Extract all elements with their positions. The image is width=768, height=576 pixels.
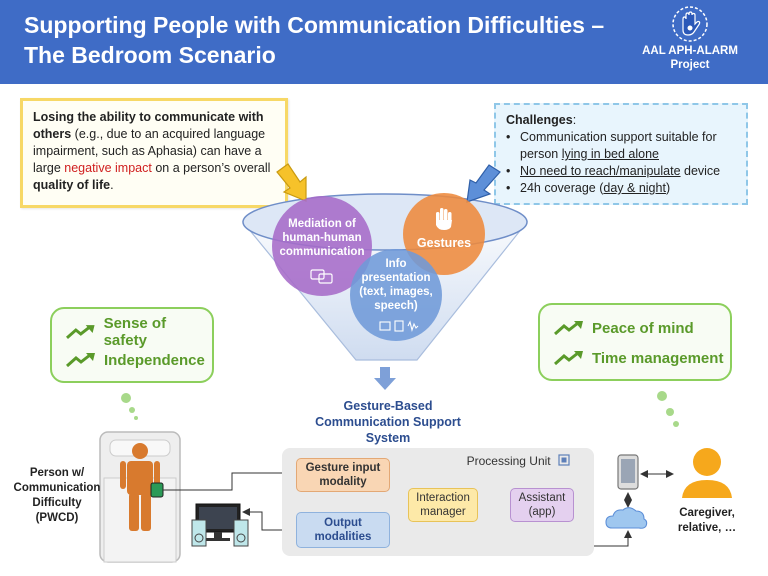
blue-arrow-icon bbox=[466, 164, 501, 203]
monitor-icon bbox=[195, 503, 241, 541]
trend-up-icon bbox=[66, 353, 95, 368]
media-icon bbox=[379, 320, 419, 332]
loss-text-1: (e.g., due to an acquired language impai… bbox=[33, 127, 266, 175]
chip-icon bbox=[558, 454, 570, 466]
benefit-peace-label: Peace of mind bbox=[592, 319, 694, 337]
chat-icon bbox=[310, 269, 333, 284]
loss-text-2: on a person’s overall bbox=[151, 161, 271, 175]
smartwatch-icon bbox=[150, 482, 164, 498]
title-line-1: Supporting People with Communication Dif… bbox=[24, 12, 605, 38]
gestures-circle bbox=[403, 193, 485, 275]
title-line-2: The Bedroom Scenario bbox=[24, 42, 276, 68]
loss-negative-impact: negative impact bbox=[64, 161, 152, 175]
thought-dot bbox=[666, 408, 674, 416]
challenge-item-2: No need to reach/manipulate device bbox=[506, 163, 736, 180]
thought-dot bbox=[129, 407, 135, 413]
pwcd-thought-bubble: Sense of safety Independence bbox=[50, 307, 214, 383]
page-title: Supporting People with Communication Dif… bbox=[24, 10, 624, 70]
interaction-manager: Interaction manager bbox=[408, 488, 478, 522]
challenges-colon: : bbox=[572, 113, 577, 127]
mediation-label: Mediation of human-human communication bbox=[279, 218, 365, 258]
project-logo: AAL APH-ALARM Project bbox=[630, 4, 750, 82]
phone-icon bbox=[617, 454, 639, 490]
challenge-1-text: Communication support suitable for perso… bbox=[520, 130, 717, 161]
processing-unit-label: Processing Unit bbox=[467, 454, 570, 468]
logo-line-1: AAL APH-ALARM bbox=[642, 45, 738, 57]
loss-bold-2: quality of life bbox=[33, 178, 111, 192]
gesture-input-modality: Gesture input modality bbox=[296, 458, 390, 492]
output-modalities: Output modalities bbox=[296, 512, 390, 548]
thought-dot bbox=[657, 391, 667, 401]
thought-dot bbox=[673, 421, 679, 427]
benefit-peace: Peace of mind bbox=[554, 316, 694, 340]
benefit-safety: Sense of safety bbox=[66, 315, 212, 349]
benefit-independence-label: Independence bbox=[104, 351, 205, 369]
benefit-time-label: Time management bbox=[592, 349, 724, 367]
thought-dot bbox=[134, 416, 138, 420]
benefit-time: Time management bbox=[554, 346, 723, 370]
header-bar: Supporting People with Communication Dif… bbox=[0, 0, 768, 84]
assistant-app: Assistant (app) bbox=[510, 488, 574, 522]
watch-to-gesture-line bbox=[163, 469, 296, 491]
info-circle bbox=[350, 249, 442, 341]
logo-line-2: Project bbox=[670, 59, 710, 71]
loss-text-3: . bbox=[110, 178, 114, 192]
hand-logo-icon bbox=[672, 6, 708, 42]
challenges-box: Challenges: Communication support suitab… bbox=[494, 103, 748, 205]
trend-up-icon bbox=[66, 325, 95, 340]
hand-icon bbox=[436, 208, 452, 230]
yellow-arrow-icon bbox=[276, 163, 307, 202]
challenge-1-underline: lying in bed alone bbox=[561, 147, 659, 161]
down-arrow-icon bbox=[374, 367, 396, 390]
caregiver-label: Caregiver, relative, … bbox=[677, 507, 737, 534]
challenges-list: Communication support suitable for perso… bbox=[506, 129, 736, 197]
cloud-icon bbox=[605, 507, 648, 529]
communication-loss-box: Losing the ability to communicate with o… bbox=[20, 98, 288, 208]
challenge-3-underline: day & night bbox=[603, 181, 666, 195]
challenge-2-underline: No need to reach/manipulate bbox=[520, 164, 681, 178]
trend-up-icon bbox=[554, 321, 583, 336]
benefit-independence: Independence bbox=[66, 348, 205, 372]
system-title: Gesture-Based Communication Support Syst… bbox=[315, 399, 461, 445]
caregiver-thought-bubble: Peace of mind Time management bbox=[538, 303, 732, 381]
challenge-item-1: Communication support suitable for perso… bbox=[506, 129, 736, 163]
challenge-3-text: 24h coverage ( bbox=[520, 181, 604, 195]
gestures-label: Gestures bbox=[416, 236, 472, 250]
processing-unit-text: Processing Unit bbox=[466, 454, 551, 468]
challenge-2-text: device bbox=[680, 164, 721, 178]
thought-dot bbox=[121, 393, 131, 403]
mediation-circle bbox=[272, 196, 372, 296]
output-to-monitor-line bbox=[242, 508, 294, 531]
caregiver-icon bbox=[682, 448, 732, 498]
trend-up-icon bbox=[554, 351, 583, 366]
info-label: Info presentation (text, images, speech) bbox=[359, 258, 433, 312]
challenges-title: Challenges bbox=[506, 113, 573, 127]
benefit-safety-label: Sense of safety bbox=[103, 315, 167, 349]
speaker-icon bbox=[191, 519, 249, 547]
person-icon bbox=[120, 443, 160, 531]
loss-bold-1: Losing the ability to communicate with o… bbox=[33, 110, 264, 141]
challenge-3-close: ) bbox=[665, 181, 671, 195]
pwcd-label: Person w/ Communication Difficulty (PWCD… bbox=[13, 467, 101, 524]
challenge-item-3: 24h coverage (day & night) bbox=[506, 180, 736, 197]
